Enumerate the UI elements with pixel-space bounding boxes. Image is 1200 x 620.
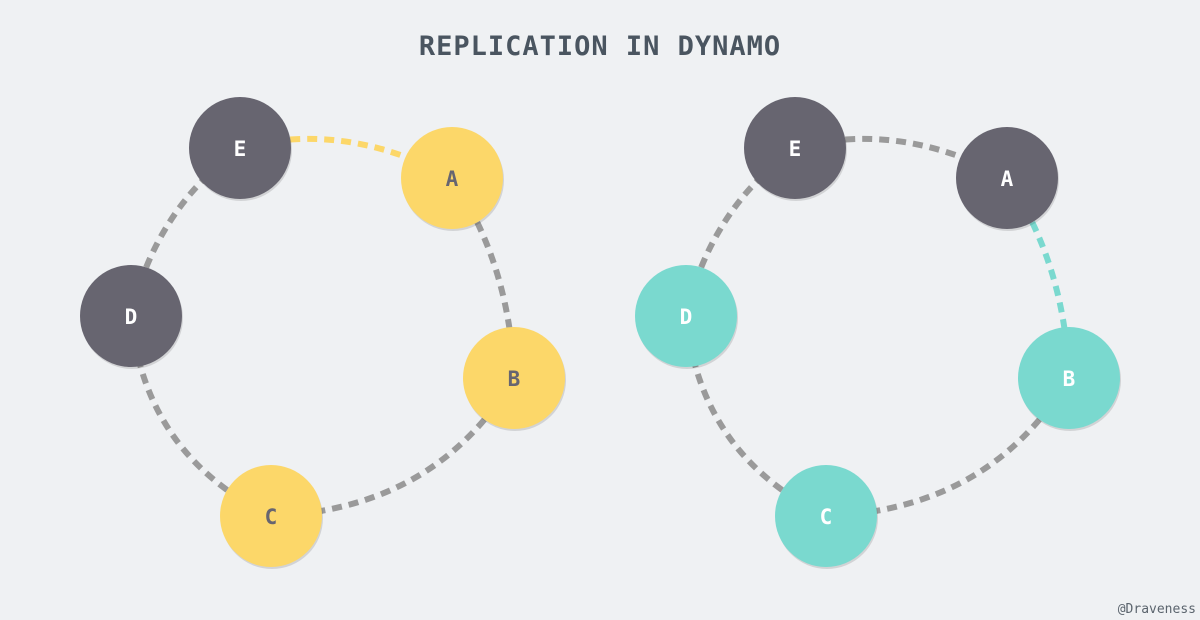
left-node-d: D [80,265,183,369]
right-node-b-circle [1018,327,1120,429]
left-node-b-circle [463,327,565,429]
left-node-e: E [189,97,292,201]
right-node-a-label: A [1001,167,1014,191]
right-node-c-circle [775,465,877,567]
left-node-b: B [463,327,566,431]
right-node-e: E [744,97,847,201]
left-node-e-circle [189,97,291,199]
right-node-e-label: E [789,137,802,161]
left-ring: E A B C D [80,97,566,569]
right-node-d-circle [635,265,737,367]
diagram-title: REPLICATION IN DYNAMO [419,31,781,62]
right-node-b-label: B [1063,367,1076,391]
right-node-a: A [956,127,1059,231]
left-node-a: A [401,127,504,231]
right-node-c: C [775,465,878,569]
right-ring: E A B C D [635,97,1121,569]
left-node-c: C [220,465,323,569]
left-node-a-circle [401,127,503,229]
left-node-c-circle [220,465,322,567]
right-ring-nodes: E A B C D [635,97,1121,569]
author-credit: @Draveness [1118,602,1196,617]
left-node-d-circle [80,265,182,367]
left-node-e-label: E [234,137,247,161]
right-node-d-label: D [680,305,693,329]
right-node-a-circle [956,127,1058,229]
right-node-e-circle [744,97,846,199]
right-node-c-label: C [820,505,833,529]
left-node-a-label: A [446,167,459,191]
right-node-d: D [635,265,738,369]
left-node-d-label: D [125,305,138,329]
right-node-b: B [1018,327,1121,431]
left-node-b-label: B [508,367,521,391]
left-node-c-label: C [265,505,278,529]
left-ring-nodes: E A B C D [80,97,566,569]
